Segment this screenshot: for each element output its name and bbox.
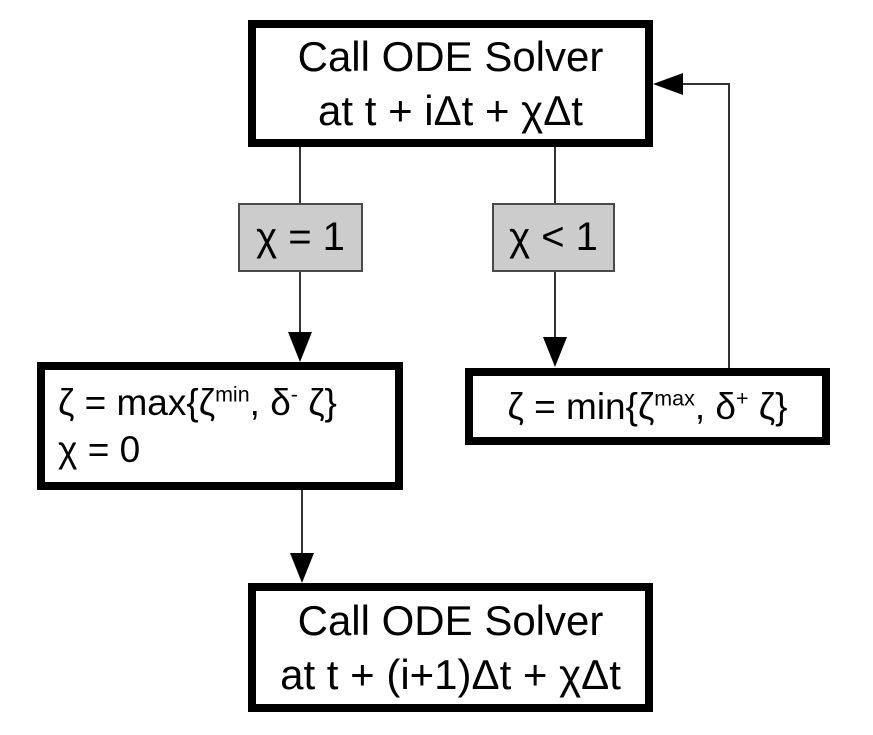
- condition-chi-equals-1: χ = 1: [238, 203, 363, 272]
- node-text-line: at t + iΔt + χΔt: [318, 86, 583, 134]
- node-call-ode-solver-current: Call ODE Solver at t + iΔt + χΔt: [248, 20, 653, 147]
- condition-label: χ < 1: [509, 215, 598, 259]
- node-text-line: Call ODE Solver: [297, 596, 604, 644]
- node-text-line: Call ODE Solver: [297, 32, 604, 80]
- connector-feedback-horizontal: [683, 83, 730, 85]
- condition-label: χ = 1: [256, 215, 345, 259]
- superscript: max: [654, 386, 695, 411]
- node-text-line: χ = 0: [58, 429, 141, 470]
- connector-left-box-to-bottom-box: [301, 490, 303, 554]
- node-text-line: ζ = min{ζmax, δ+ ζ}: [508, 383, 788, 430]
- condition-chi-less-than-1: χ < 1: [492, 203, 615, 272]
- arrowhead-left-icon: [653, 73, 683, 95]
- node-text-line: ζ = max{ζmin, δ- ζ}: [58, 379, 337, 426]
- node-zeta-max-update: ζ = max{ζmin, δ- ζ} χ = 0: [37, 362, 403, 490]
- arrowhead-down-icon: [543, 337, 567, 367]
- equation-fragment: ζ}: [748, 385, 788, 427]
- connector-top-to-cond-right: [554, 147, 556, 203]
- connector-feedback-vertical: [728, 84, 730, 368]
- arrowhead-down-icon: [290, 553, 314, 583]
- superscript: min: [215, 382, 250, 407]
- connector-cond-right-to-right-box: [554, 272, 556, 339]
- equation-fragment: , δ: [249, 381, 291, 423]
- superscript: -: [290, 382, 298, 407]
- equation-fragment: ζ = min{ζ: [507, 385, 655, 427]
- connector-cond-left-to-left-box: [299, 272, 301, 333]
- node-text-line: at t + (i+1)Δt + χΔt: [280, 650, 621, 698]
- equation-fragment: , δ: [694, 385, 736, 427]
- superscript: +: [735, 386, 749, 411]
- equation-fragment: ζ = max{ζ: [58, 381, 216, 423]
- arrowhead-down-icon: [288, 332, 312, 362]
- node-call-ode-solver-next: Call ODE Solver at t + (i+1)Δt + χΔt: [248, 583, 653, 712]
- node-zeta-min-update: ζ = min{ζmax, δ+ ζ}: [465, 368, 830, 445]
- connector-top-to-cond-left: [299, 147, 301, 203]
- equation-fragment: ζ}: [297, 381, 337, 423]
